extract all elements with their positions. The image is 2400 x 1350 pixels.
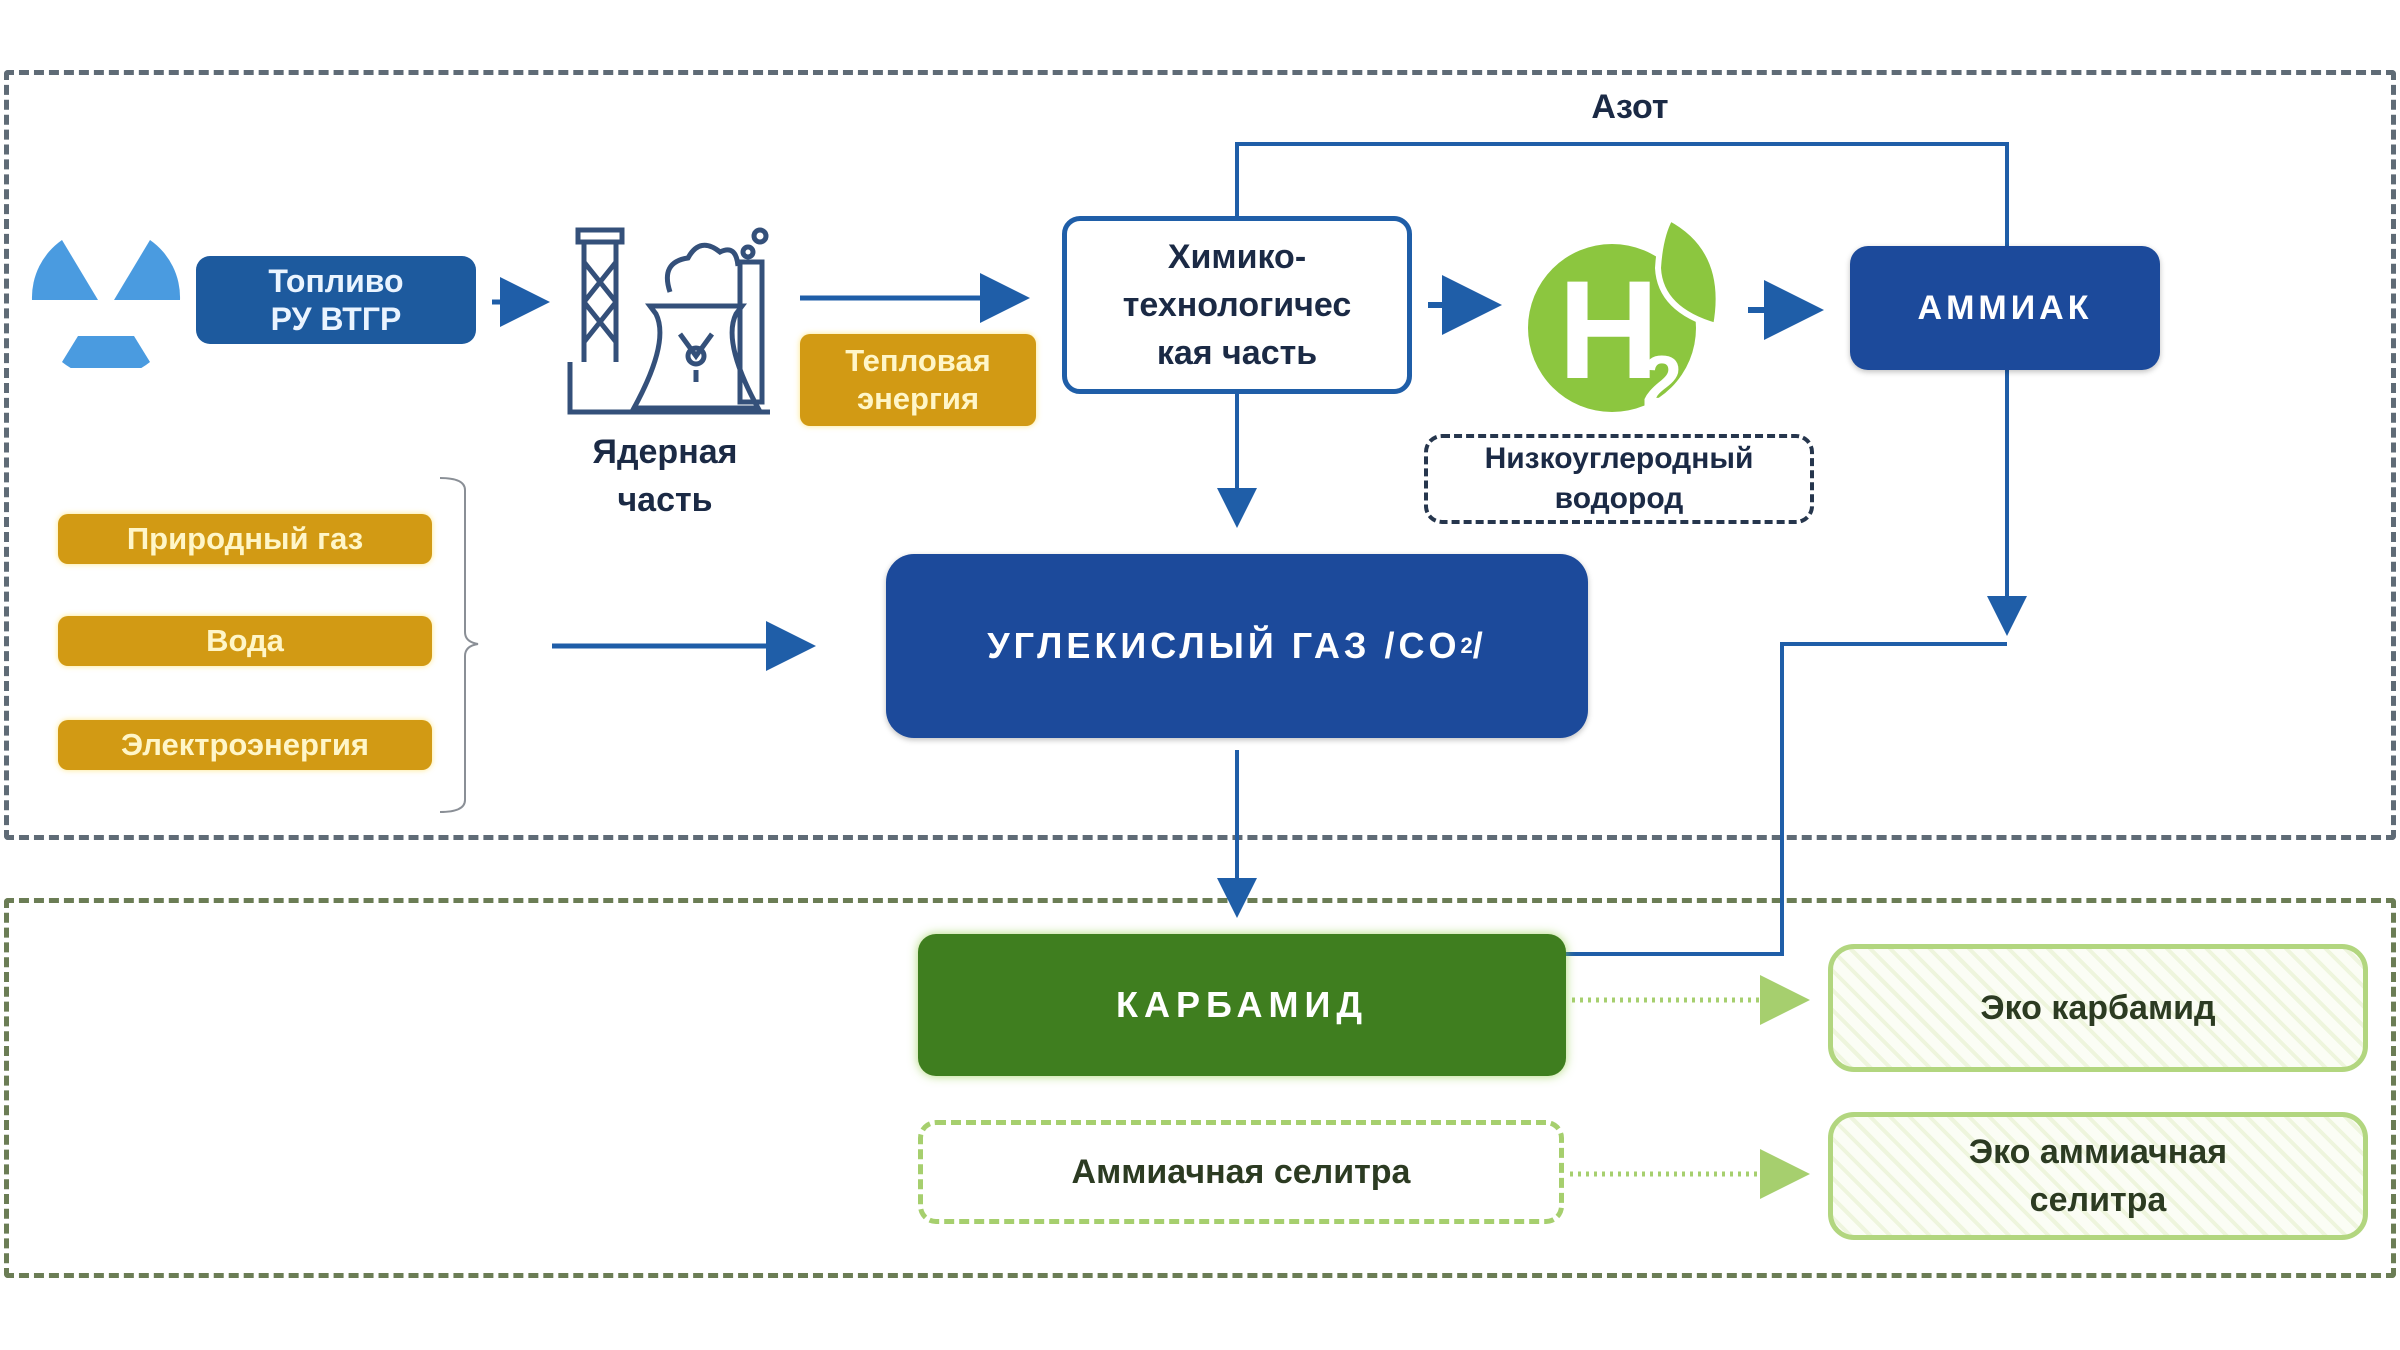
hydrogen-label-line2: водород	[1554, 482, 1684, 515]
input-natural-gas: Природный газ	[58, 514, 432, 564]
nuclear-part-line1: Ядерная	[592, 433, 738, 471]
eco-nitrate-line1: Эко аммиачная	[1968, 1133, 2228, 1171]
fuel-line1: Топливо	[268, 263, 404, 299]
input-water: Вода	[58, 616, 432, 666]
hydrogen-label-line1: Низкоуглеродный	[1484, 442, 1754, 475]
nuclear-plant-icon	[567, 227, 770, 415]
nitrogen-line	[1235, 142, 2009, 246]
eco-ammonium-nitrate-box: Эко аммиачная селитра	[1828, 1112, 2368, 1240]
chemical-technology-box: Химико- технологичес кая часть	[1062, 216, 1412, 394]
lower-products-region	[4, 898, 2396, 1278]
eco-urea-box: Эко карбамид	[1828, 944, 2368, 1072]
nuclear-part-line2: часть	[617, 481, 713, 519]
h2-subscript: 2	[1642, 342, 1682, 420]
heat-energy-line1: Тепловая	[845, 343, 991, 378]
input-electricity: Электроэнергия	[58, 720, 432, 770]
nuclear-part-label: Ядерная часть	[555, 428, 775, 524]
chem-line1: Химико-	[1167, 238, 1307, 276]
low-carbon-hydrogen-label: Низкоуглеродный водород	[1424, 434, 1814, 524]
ammonium-nitrate-box: Аммиачная селитра	[918, 1120, 1564, 1224]
co2-text: УГЛЕКИСЛЫЙ ГАЗ /CO	[987, 625, 1461, 666]
chem-line2: технологичес	[1122, 286, 1352, 324]
inputs-bracket	[439, 477, 479, 813]
radiation-icon	[31, 240, 181, 368]
heat-energy-line2: энергия	[856, 381, 980, 416]
nitrogen-label: Азот	[1591, 88, 1669, 126]
chem-line3: кая часть	[1156, 334, 1318, 372]
urea-box: КАРБАМИД	[918, 934, 1566, 1076]
ammonia-to-urea-line	[1566, 642, 2007, 956]
fuel-line2: РУ ВТГР	[270, 301, 402, 337]
upper-process-region	[4, 70, 2396, 840]
eco-nitrate-line2: селитра	[2029, 1181, 2167, 1219]
h2-symbol: H	[1558, 251, 1659, 408]
ammonia-box: АММИАК	[1850, 246, 2160, 370]
co2-subscript: 2	[1460, 633, 1473, 658]
hydrogen-leaf-icon: H 2	[1528, 213, 1722, 420]
co2-tail: /	[1472, 625, 1487, 666]
